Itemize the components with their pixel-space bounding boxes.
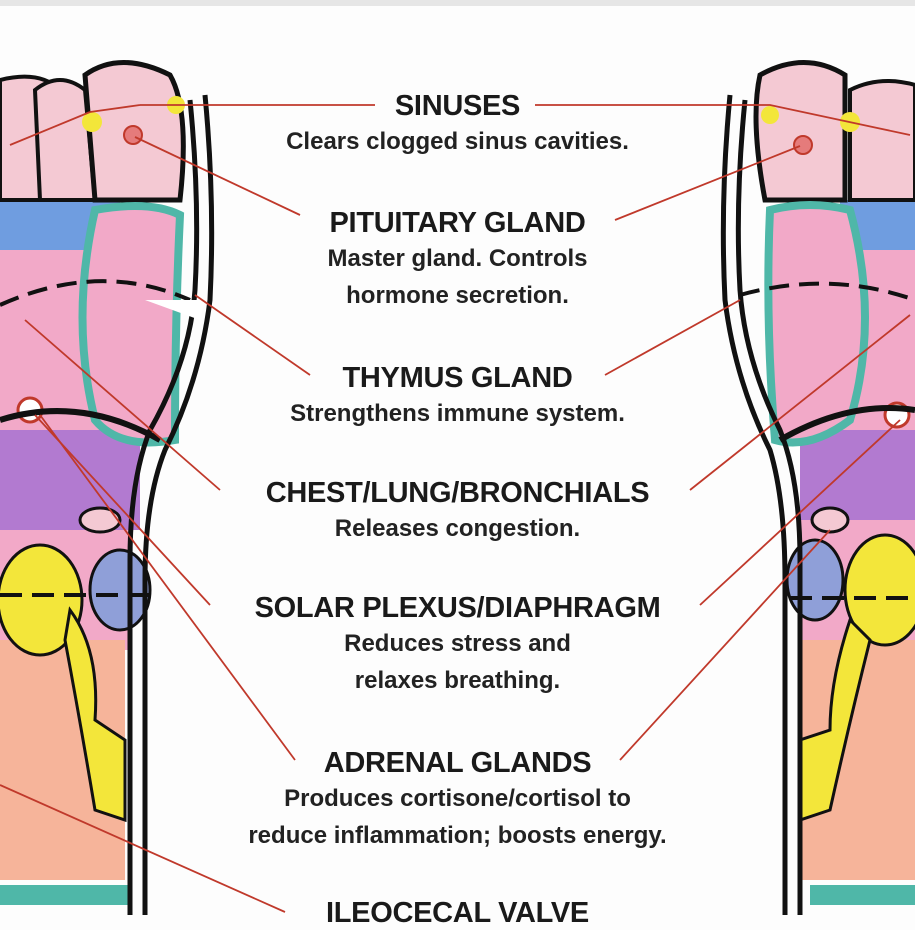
top-border (0, 0, 915, 6)
leader-lines (0, 104, 911, 913)
right-foot (720, 60, 915, 915)
label-description: Releases congestion. (334, 515, 581, 542)
ileocecal-valve-label: ILEOCECAL VALVE (0, 897, 915, 930)
label-title: ILEOCECAL VALVE (326, 897, 589, 929)
label-title: SINUSES (394, 90, 521, 122)
sinuses-label: SINUSES Clears clogged sinus cavities. (0, 90, 915, 160)
label-description: Produces cortisone/cortisol to (284, 785, 631, 812)
label-description: Strengthens immune system. (290, 400, 625, 427)
label-description: relaxes breathing. (354, 667, 561, 694)
label-description: Reduces stress and (344, 630, 571, 657)
label-title: CHEST/LUNG/BRONCHIALS (265, 477, 650, 509)
adrenal-glands-label: ADRENAL GLANDS Produces cortisone/cortis… (0, 747, 915, 854)
left-foot (0, 60, 215, 915)
chest-lung-bronchials-label: CHEST/LUNG/BRONCHIALS Releases congestio… (0, 477, 915, 547)
solar-plexus-diaphragm-label: SOLAR PLEXUS/DIAPHRAGM Reduces stress an… (0, 592, 915, 699)
pituitary-gland-label: PITUITARY GLAND Master gland. Controls h… (0, 207, 915, 314)
label-title: ADRENAL GLANDS (323, 747, 592, 779)
thymus-gland-label: THYMUS GLAND Strengthens immune system. (0, 362, 915, 432)
label-description: reduce inflammation; boosts energy. (248, 822, 667, 849)
label-description: hormone secretion. (346, 282, 569, 309)
label-title: PITUITARY GLAND (329, 207, 586, 239)
label-title: SOLAR PLEXUS/DIAPHRAGM (254, 592, 661, 624)
label-description: Clears clogged sinus cavities. (286, 128, 629, 155)
label-description: Master gland. Controls (327, 245, 588, 272)
label-title: THYMUS GLAND (342, 362, 573, 394)
